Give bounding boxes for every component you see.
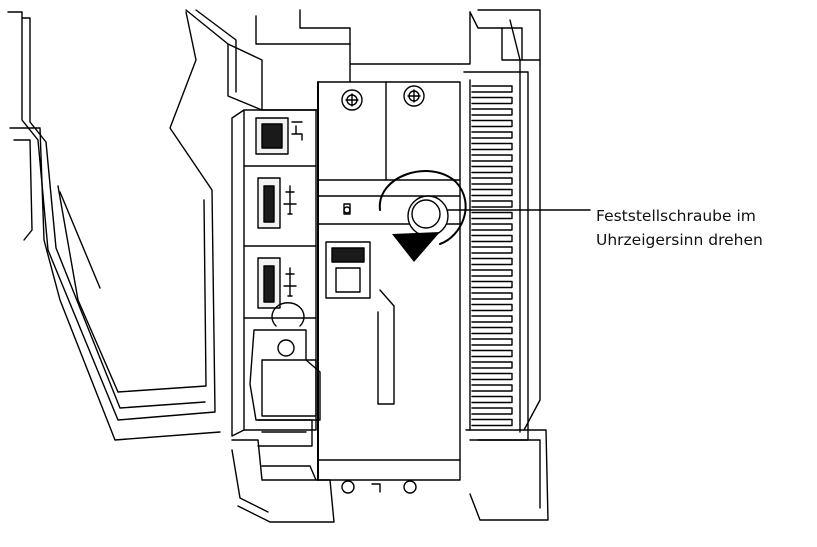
heatsink-fin [471, 165, 513, 174]
usb-icon [257, 257, 297, 309]
heatsink-fins [471, 85, 513, 427]
heatsink-fin [471, 338, 513, 346]
heatsink-fin [471, 269, 513, 277]
side-panel [317, 81, 461, 481]
heatsink-fin [471, 234, 513, 243]
heatsink-fin [471, 108, 513, 116]
heatsink-fin [471, 418, 513, 427]
bottom-bumper [231, 429, 549, 523]
heatsink-fin [471, 211, 513, 220]
callout-line-1: Feststellschraube im [596, 207, 756, 225]
heatsink-fin [471, 315, 513, 323]
heatsink-fin [471, 349, 513, 358]
heatsink-fin [471, 257, 513, 266]
heatsink-fin [471, 361, 513, 369]
heatsink-fin [471, 142, 513, 151]
heatsink-fin [471, 246, 513, 254]
heatsink-fin [471, 96, 513, 105]
heatsink-fin [471, 177, 513, 185]
heatsink-fin [471, 280, 513, 289]
left-frame [7, 11, 221, 441]
heatsink-fin [471, 372, 513, 381]
heatsink-fin [471, 407, 513, 415]
panel-connector [325, 241, 395, 405]
screw-icon [403, 85, 425, 107]
screw-icon [341, 89, 363, 111]
callout-label: Feststellschraube im Uhrzeigersinn drehe… [596, 204, 811, 252]
heatsink-fin [471, 188, 513, 197]
heatsink-fin [471, 154, 513, 162]
screw-icon [341, 480, 417, 494]
clockwise-arrow-icon [378, 170, 467, 262]
ethernet-port-icon [255, 117, 303, 155]
heatsink-fin [471, 119, 513, 128]
heatsink-fin [471, 303, 513, 312]
usb-icon [257, 177, 297, 229]
heatsink-fin [471, 326, 513, 335]
heatsink-fin [471, 292, 513, 300]
heatsink-fin [471, 223, 513, 231]
heatsink-fin [471, 395, 513, 404]
heatsink [463, 19, 541, 441]
connector-cap [249, 302, 321, 447]
callout-line-2: Uhrzeigersinn drehen [596, 231, 763, 249]
heatsink-fin [471, 131, 513, 139]
heatsink-fin [471, 384, 513, 392]
heatsink-fin [471, 200, 513, 208]
heatsink-fin [471, 85, 513, 93]
